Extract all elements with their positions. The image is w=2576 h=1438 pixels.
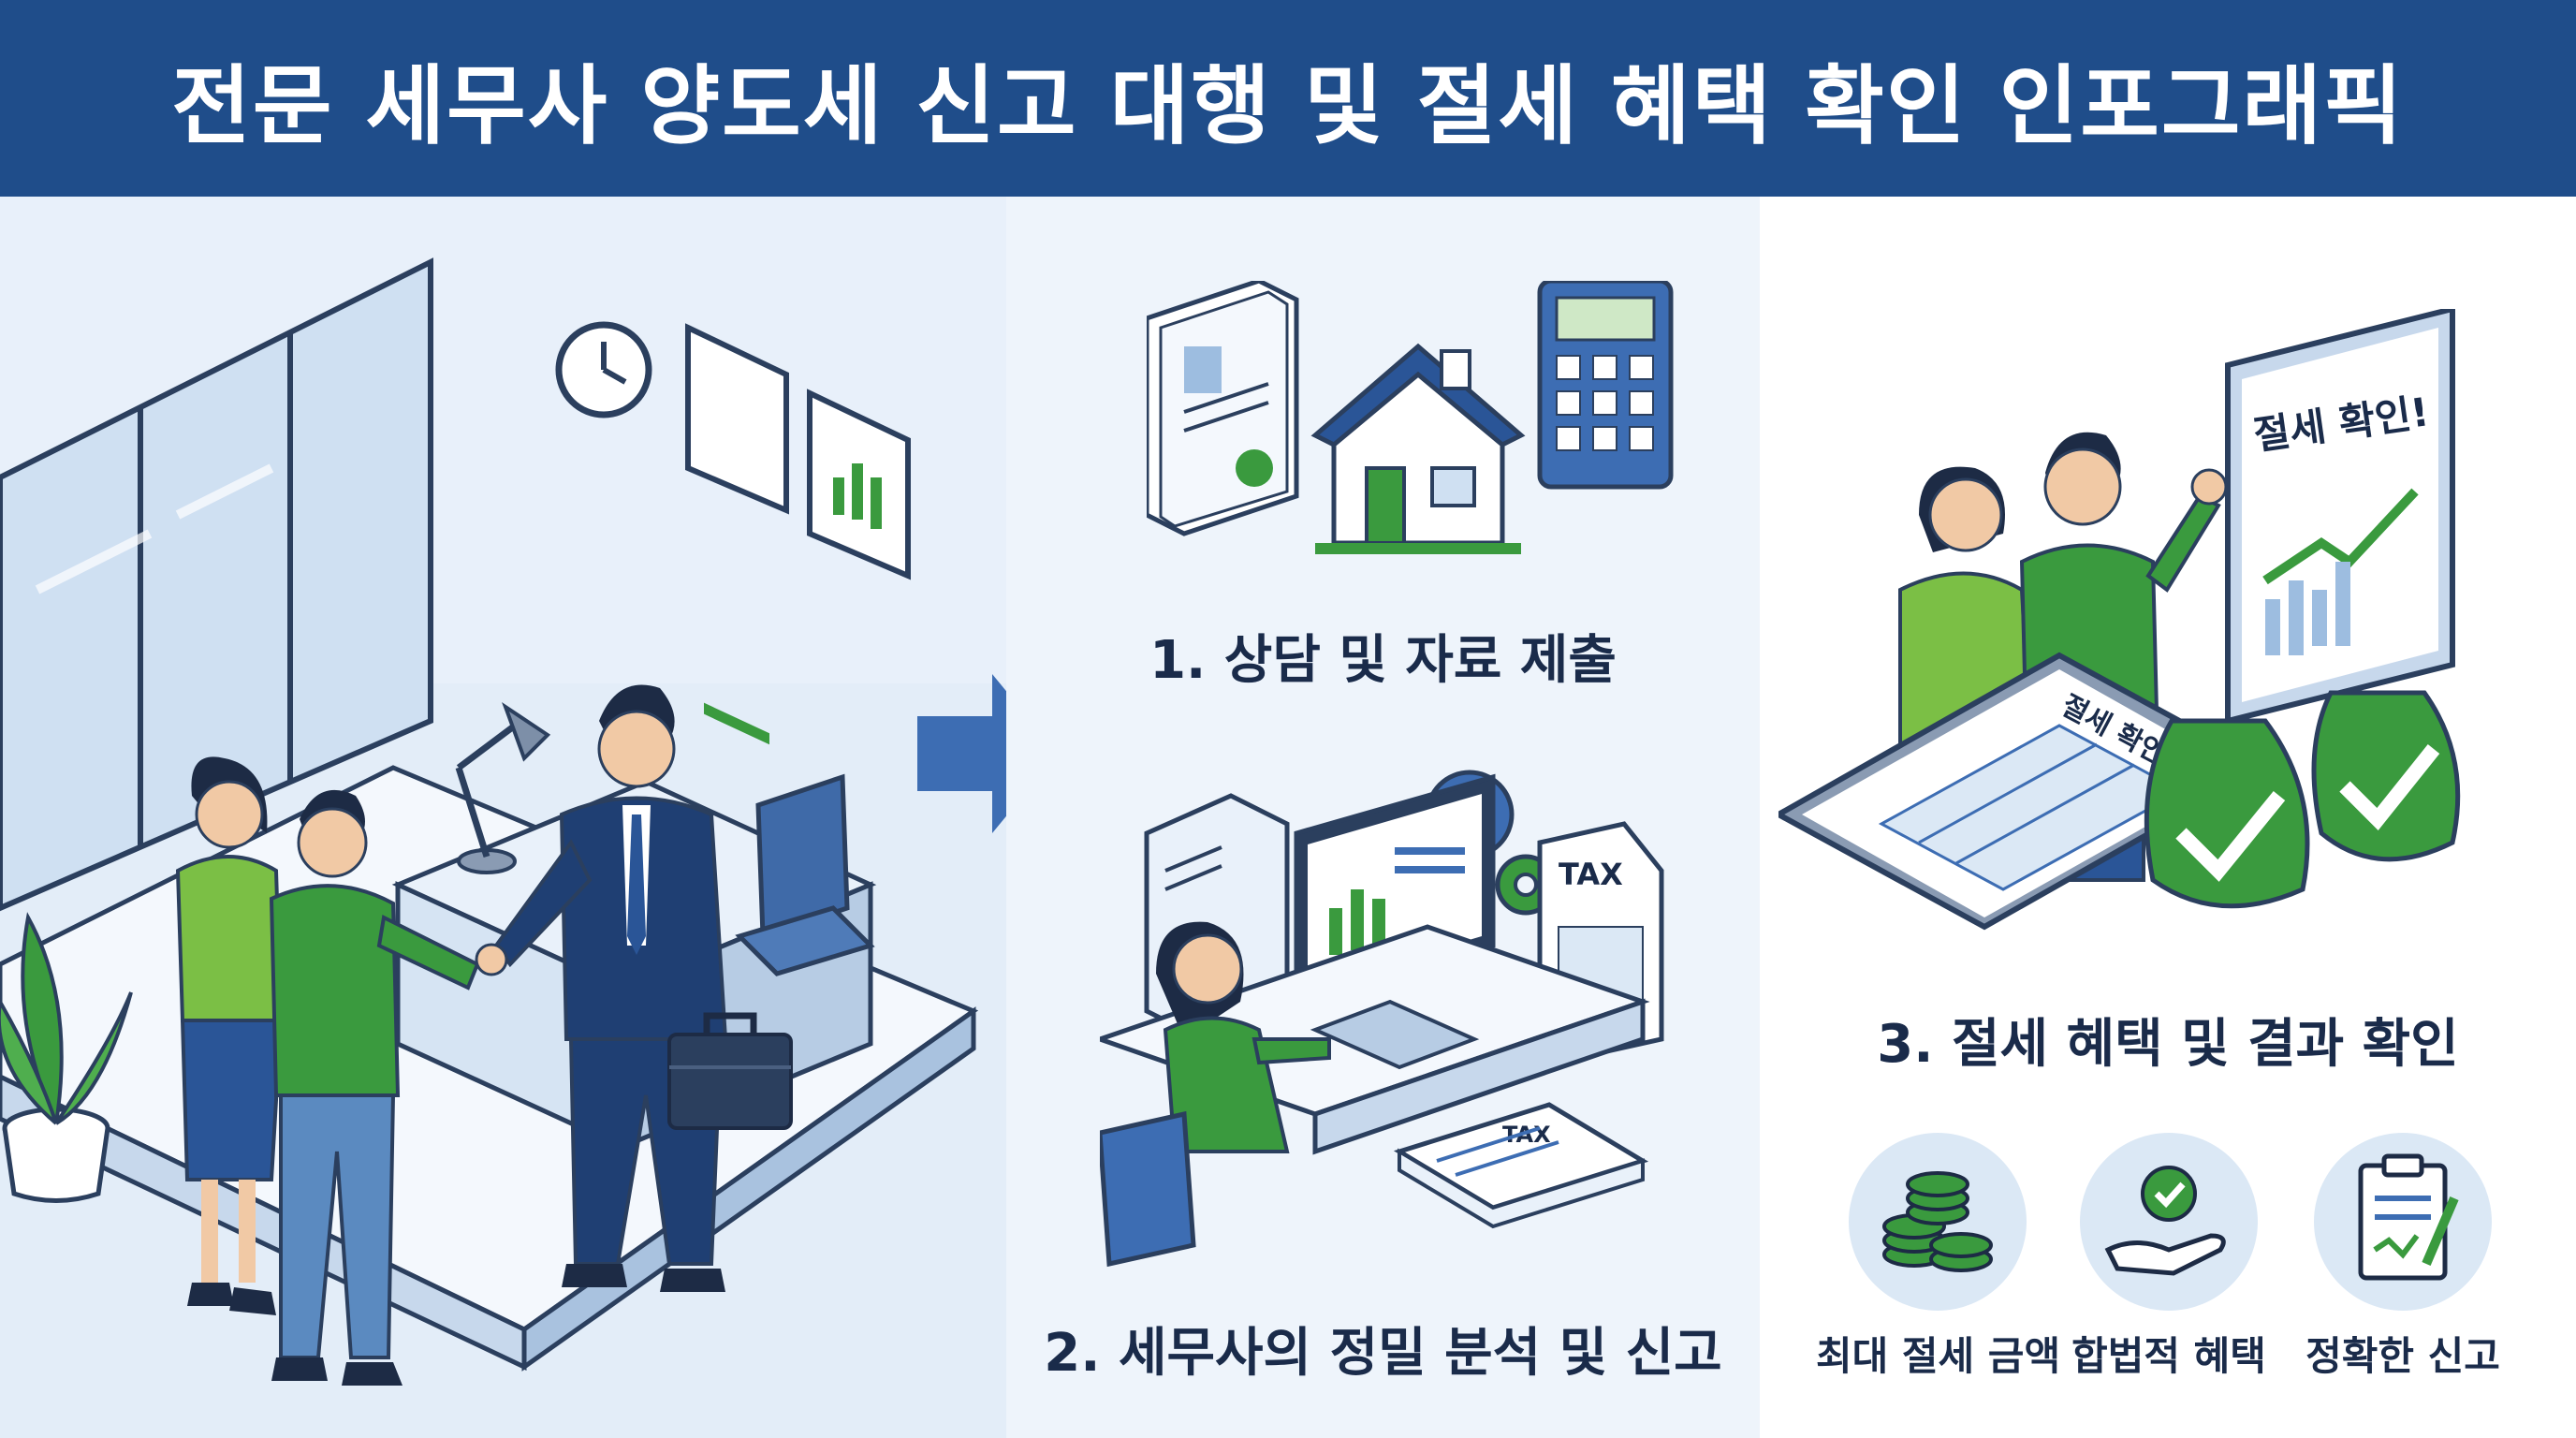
tax-savings-result-illustration: 절세 확인! — [1778, 309, 2565, 964]
document-icon — [1147, 281, 1299, 536]
hand-gear-icon — [2080, 1133, 2258, 1311]
tax-doc-label: TAX — [1559, 857, 1623, 892]
documents-house-calculator-illustration — [1147, 281, 1746, 562]
money-bag-check-icon — [2311, 690, 2461, 862]
briefcase-icon — [667, 1012, 793, 1130]
clock-icon — [555, 321, 652, 418]
benefit-label-accurate-filing: 정확한 신고 — [2305, 1333, 2500, 1379]
tax-accountant-workstation-illustration: TAX — [1100, 758, 1736, 1283]
office-chair-icon — [735, 773, 875, 976]
keyboard-icon — [1310, 999, 1480, 1070]
panel-results: 절세 확인! — [1760, 197, 2576, 1438]
wall-frame-chart-icon — [807, 389, 911, 580]
tax-advisor-figure — [475, 684, 728, 1292]
step-2-label: 2. 세무사의 정밀 분석 및 신고 — [1044, 1323, 1722, 1384]
clipboard-icon — [2314, 1133, 2492, 1311]
wall-frame-document-icon — [685, 323, 789, 745]
calculator-icon — [1537, 281, 1674, 490]
panel-analysis: 1. 상담 및 자료 제출 TAX — [1006, 197, 1760, 1438]
office-chair-icon — [1100, 1110, 1196, 1268]
accountant-woman-figure — [1156, 921, 1331, 1153]
coins-icon — [1849, 1133, 2027, 1311]
woman-client-figure — [175, 756, 284, 1315]
benefit-label-max-savings: 최대 절세 금액 — [1816, 1333, 2061, 1379]
office-meeting-illustration — [0, 197, 1006, 1438]
tablet-icon: 절세 확인 — [1778, 652, 2272, 931]
step-3-label: 3. 절세 혜택 및 결과 확인 — [1877, 1014, 2459, 1075]
house-icon — [1310, 343, 1526, 554]
money-bag-check-icon — [2144, 718, 2310, 909]
panel-consultation — [0, 197, 1006, 1438]
header-banner: 전문 세무사 양도세 신고 대행 및 절세 혜택 확인 인포그래픽 — [0, 0, 2576, 197]
tax-doc-label: TAX — [1502, 1122, 1551, 1148]
man-client-figure — [269, 789, 480, 1386]
step-1-label: 1. 상담 및 자료 제출 — [1149, 630, 1617, 691]
benefit-label-legal-benefit: 합법적 혜택 — [2071, 1333, 2266, 1379]
window-icon — [0, 257, 433, 912]
page-title: 전문 세무사 양도세 신고 대행 및 절세 혜택 확인 인포그래픽 — [171, 55, 2405, 156]
monitor-icon: 절세 확인! — [2225, 309, 2455, 725]
desk-lamp-icon — [455, 701, 551, 874]
tax-document-stack-icon: TAX — [1393, 1102, 1649, 1229]
plant-icon — [0, 912, 133, 1203]
